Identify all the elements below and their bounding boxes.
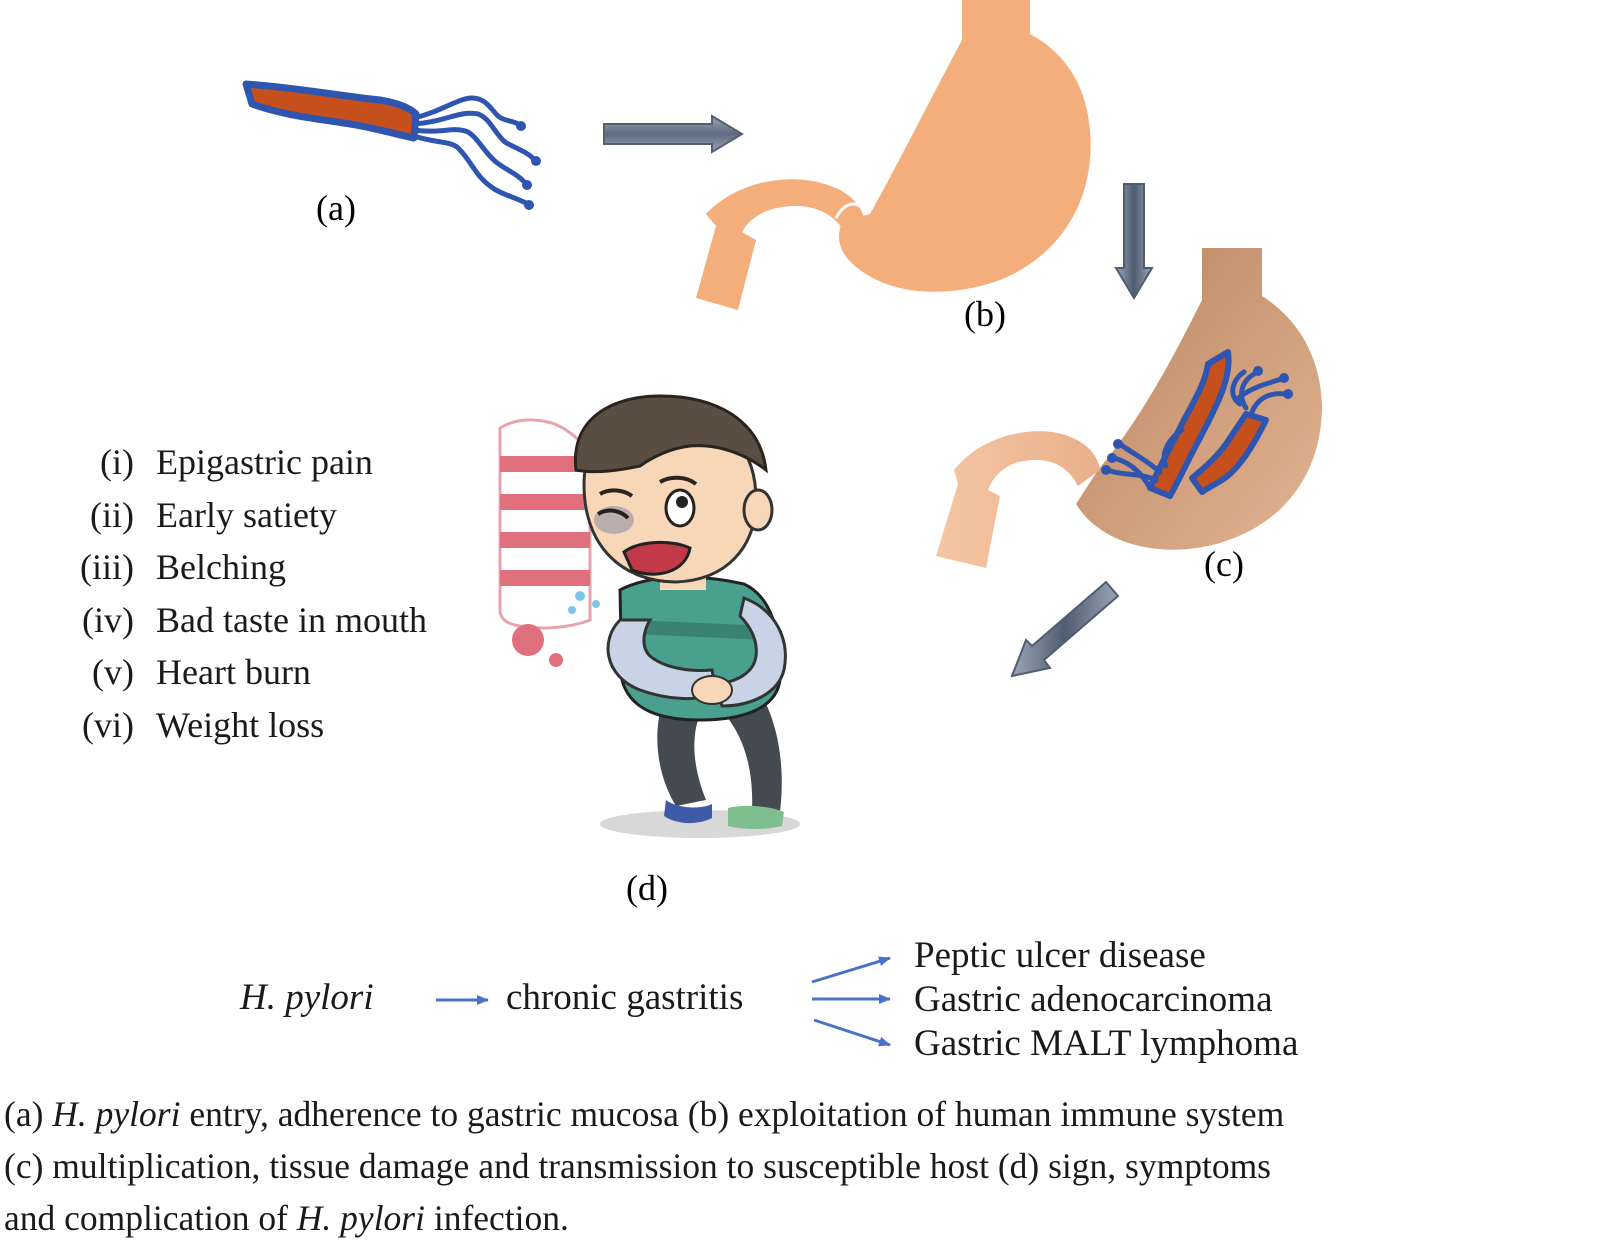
arrow-c-to-d — [1010, 580, 1120, 678]
arrow-a-to-b — [603, 114, 744, 154]
symptoms-list: (i)Epigastric pain (ii)Early satiety (ii… — [30, 436, 427, 751]
flow-outcome-adenocarcinoma: Gastric adenocarcinoma — [914, 979, 1273, 1020]
arrow-b-to-c — [1114, 183, 1154, 300]
symptom-item: (vi)Weight loss — [82, 704, 325, 745]
symptom-item: (iv)Bad taste in mouth — [82, 599, 427, 640]
flow-source: H. pylori — [240, 977, 374, 1018]
bacteria-in-stomach — [1101, 349, 1293, 499]
label-c: (c) — [1204, 544, 1244, 584]
figure-caption: (a) H. pylori entry, adherence to gastri… — [4, 1088, 1614, 1244]
flow-outcome-peptic: Peptic ulcer disease — [914, 935, 1206, 976]
flow-arrows — [436, 956, 891, 1047]
caption-line-1: (a) H. pylori entry, adherence to gastri… — [4, 1094, 1285, 1134]
stomach-c — [936, 248, 1322, 568]
symptom-item: (v)Heart burn — [92, 652, 311, 692]
label-a: (a) — [316, 188, 356, 228]
label-b: (b) — [964, 294, 1006, 334]
symptom-item: (ii)Early satiety — [90, 494, 337, 535]
discomfort-bubble — [498, 418, 592, 667]
flow-outcome-malt: Gastric MALT lymphoma — [914, 1023, 1299, 1064]
sick-person-illustration — [498, 394, 800, 838]
label-d: (d) — [626, 868, 668, 908]
caption-line-3: and complication of H. pylori infection. — [4, 1198, 569, 1238]
stomach-b — [696, 0, 1091, 310]
bacterium-a — [242, 80, 541, 210]
flow-middle: chronic gastritis — [506, 977, 744, 1018]
caption-line-2: (c) multiplication, tissue damage and tr… — [4, 1146, 1271, 1186]
symptom-item: (i)Epigastric pain — [100, 442, 373, 482]
symptom-item: (iii)Belching — [80, 547, 286, 587]
